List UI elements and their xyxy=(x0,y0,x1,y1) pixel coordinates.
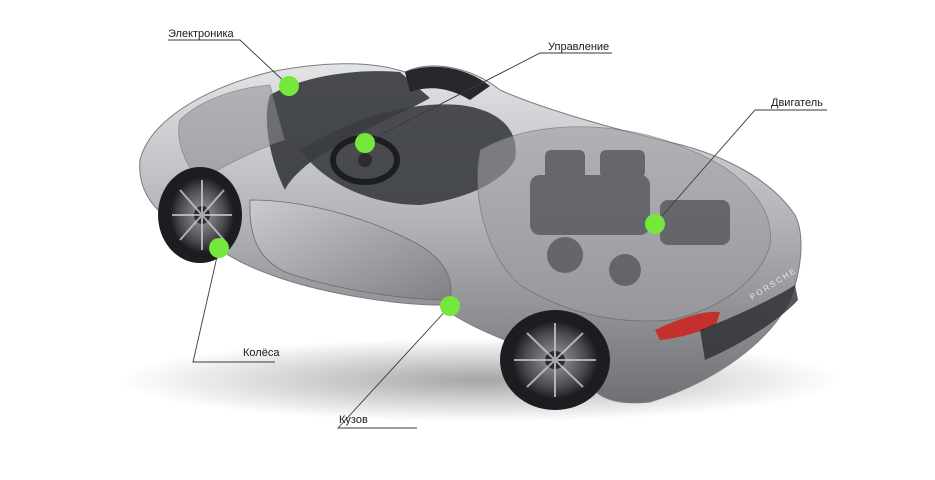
leader-line-body xyxy=(336,305,451,429)
leader-line-wheels xyxy=(192,247,275,363)
rear-diffuser xyxy=(700,285,798,360)
front-wheel xyxy=(158,167,242,263)
rollbar xyxy=(405,66,490,100)
callout-wheels: Колёса xyxy=(243,347,280,359)
marker-electronics xyxy=(279,76,299,96)
leader-lines xyxy=(168,39,827,429)
rear-wheel xyxy=(500,310,610,410)
callout-engine: Двигатель xyxy=(771,97,823,109)
leader-line-electronics xyxy=(168,39,290,87)
leader-line-steering xyxy=(364,52,612,144)
markers xyxy=(209,76,665,316)
callout-electronics: Электроника xyxy=(168,28,234,40)
marker-wheels xyxy=(209,238,229,258)
callout-steering: Управление xyxy=(548,41,610,53)
marker-body xyxy=(440,296,460,316)
marker-steering xyxy=(355,133,375,153)
callout-body: Кузов xyxy=(339,414,368,426)
marker-engine xyxy=(645,214,665,234)
engine-block xyxy=(530,150,730,286)
tail-light xyxy=(655,311,720,340)
front-bay xyxy=(178,84,286,181)
leader-line-engine xyxy=(654,109,827,225)
